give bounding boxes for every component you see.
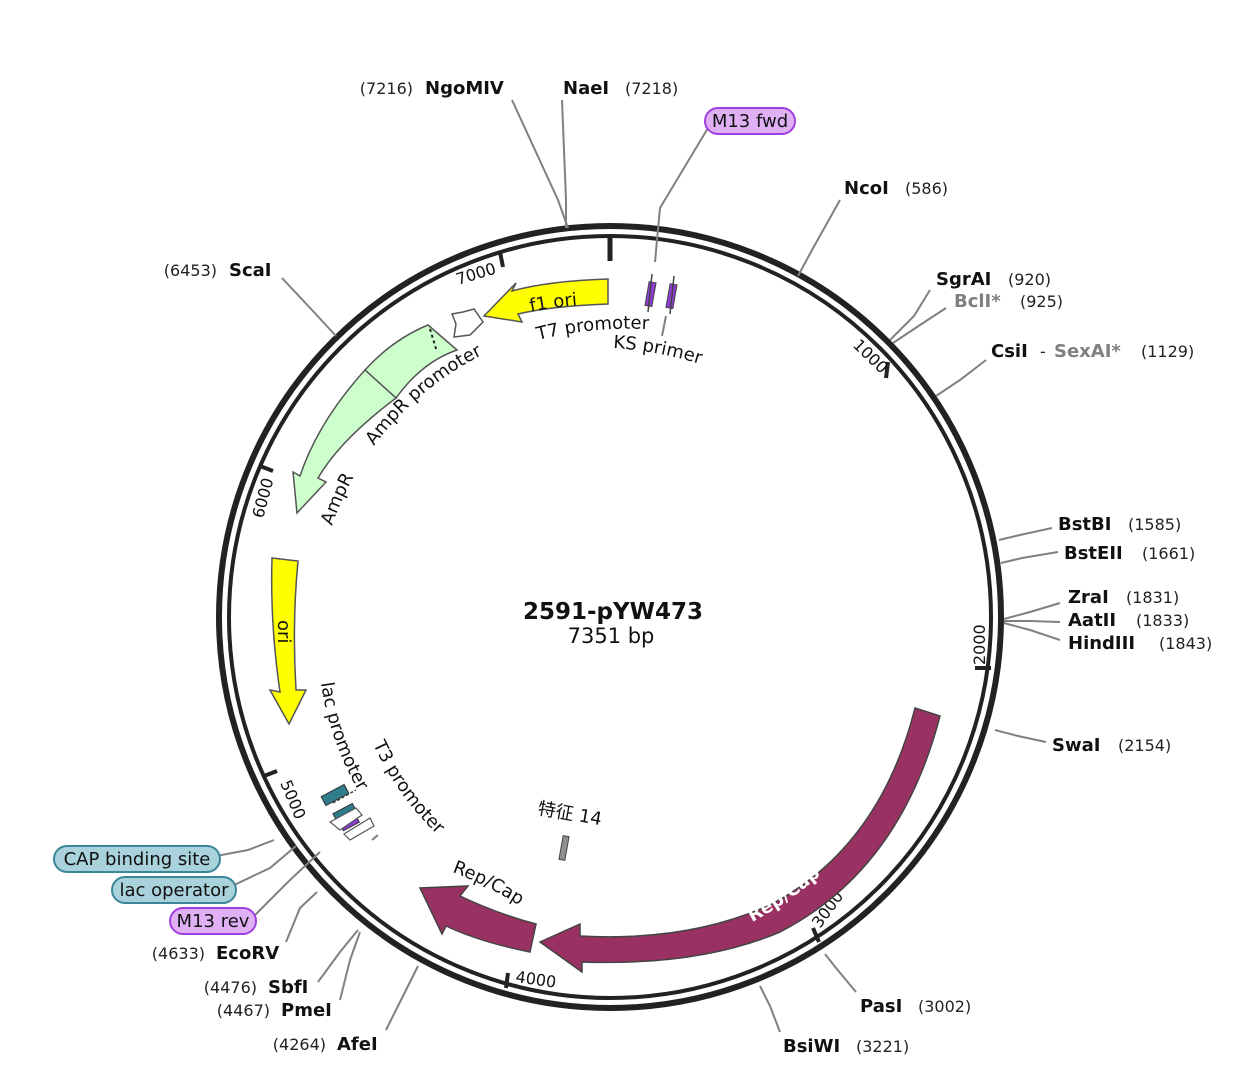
ruler-tick-5000 — [263, 769, 278, 778]
site-label-swai: (2154) — [1118, 736, 1171, 755]
site-name-aatii: AatII — [1068, 610, 1116, 631]
ruler-tick-7000 — [498, 251, 505, 268]
site-name-ngomiv: NgoMIV — [425, 78, 504, 99]
label-ks-primer: KS primer — [613, 332, 706, 369]
ruler-label-7000: 7000 — [454, 259, 498, 289]
site-name-ecorv: EcoRV — [216, 943, 279, 964]
pill-m13-fwd: M13 fwd — [704, 107, 796, 135]
svg-text:M13 rev: M13 rev — [177, 911, 250, 932]
site-name-ncoi: NcoI — [844, 178, 889, 199]
site-label-ncoi: (586) — [905, 179, 948, 198]
site-label-pasi: (3002) — [918, 997, 971, 1016]
site-name-bcli: BclI* — [954, 291, 1001, 312]
ruler-label-5000: 5000 — [276, 777, 309, 822]
site-label-sbfi: (4476) — [204, 978, 257, 997]
ampr-promoter-divider — [429, 328, 438, 353]
site-leaders — [281, 99, 1061, 1033]
feature-f1-ori — [482, 278, 609, 323]
site-label-sgrai: (920) — [1008, 270, 1051, 289]
label-ori: ori — [273, 620, 294, 643]
site-label-ngomiv: (7216) — [360, 79, 413, 98]
site-name-sgrai: SgrAI — [936, 269, 991, 290]
label-t3-promoter: T3 promoter — [368, 736, 449, 838]
pill-m13-rev: M13 rev — [169, 907, 257, 935]
site-label-bcli: (925) — [1020, 292, 1063, 311]
ruler-tick-1000 — [884, 361, 890, 379]
feature-rep-cap-1 — [538, 707, 941, 974]
site-label-afei: (4264) — [273, 1035, 326, 1054]
label-feature-14: 特征 14 — [536, 798, 603, 830]
site-label-bsteii: (1661) — [1142, 544, 1195, 563]
site-name-naei: NaeI — [563, 78, 609, 99]
site-name-swai: SwaI — [1052, 735, 1100, 756]
feature-14 — [558, 835, 570, 861]
site-name-bsteii: BstEII — [1064, 543, 1123, 564]
site-name-afei: AfeI — [337, 1034, 378, 1055]
site-label-bsiwi: (3221) — [856, 1037, 909, 1056]
site-label-hindiii: (1843) — [1159, 634, 1212, 653]
feature-rep-cap-2 — [418, 885, 537, 953]
site-name-pmei: PmeI — [281, 1000, 332, 1021]
feature-leaders — [215, 127, 709, 917]
site-name-sbfi: SbfI — [268, 977, 308, 998]
site-name-scai: ScaI — [229, 260, 271, 281]
site-label-bstbi: (1585) — [1128, 515, 1181, 534]
site-name-hindiii: HindIII — [1068, 633, 1135, 654]
ruler-tick-6000 — [259, 464, 274, 473]
pill-lac-operator: lac operator — [111, 876, 237, 904]
site-name-pasi: PasI — [860, 996, 902, 1017]
site-label-scai: (6453) — [164, 261, 217, 280]
features — [268, 273, 941, 974]
site-label-csii: (1129) — [1141, 342, 1194, 361]
ruler-tick-3000 — [811, 927, 821, 943]
ruler-tick-4000 — [504, 972, 510, 989]
svg-text:lac operator: lac operator — [119, 880, 229, 901]
site-label-zrai: (1831) — [1126, 588, 1179, 607]
plasmid-length: 7351 bp — [568, 624, 655, 648]
site-dash-csii: - — [1040, 342, 1046, 361]
site-name-bsiwi: BsiWI — [783, 1036, 840, 1057]
site-name-sexai: SexAI* — [1054, 341, 1121, 362]
feature-ks-primer — [644, 273, 678, 315]
site-name-zrai: ZraI — [1068, 587, 1109, 608]
svg-text:CAP binding site: CAP binding site — [64, 849, 211, 870]
label-ampr: AmpR — [317, 469, 358, 527]
site-label-ecorv: (4633) — [152, 944, 205, 963]
site-name-bstbi: BstBI — [1058, 514, 1111, 535]
site-label-aatii: (1833) — [1136, 611, 1189, 630]
site-name-csii: CsiI — [991, 341, 1028, 362]
site-label-pmei: (4467) — [217, 1001, 270, 1020]
backbone — [216, 223, 1004, 1011]
plasmid-name: 2591-pYW473 — [523, 599, 703, 625]
label-lac-promoter: lac promoter — [316, 681, 373, 795]
feature-lac-region — [320, 783, 375, 841]
site-labels: (7216) NgoMIV NaeI (7218) NcoI (586) Sgr… — [152, 78, 1212, 1057]
site-label-naei: (7218) — [625, 79, 678, 98]
feature-ori — [268, 557, 308, 726]
svg-text:M13 fwd: M13 fwd — [712, 111, 788, 132]
pill-cap-binding-site: CAP binding site — [53, 845, 221, 873]
ruler-label-2000: 2000 — [970, 624, 989, 665]
feature-ampr — [292, 368, 398, 515]
feature-t7-promoter — [450, 308, 484, 338]
